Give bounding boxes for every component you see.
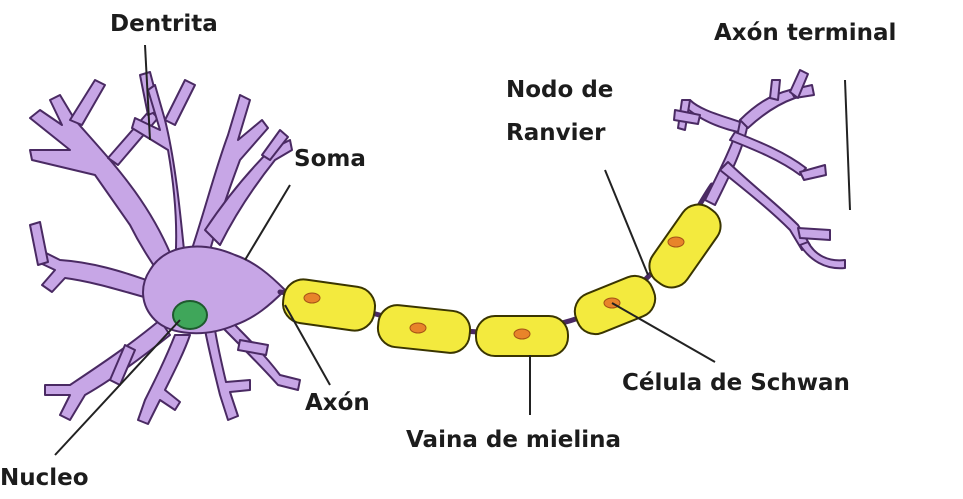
leader-line-schwann [612, 303, 715, 362]
label-ranvier-line1: Nodo de [506, 77, 613, 103]
label-axon: Axón [305, 390, 370, 416]
leader-line-soma [245, 185, 290, 260]
dendrites [30, 72, 300, 424]
label-dendrite: Dentrita [110, 11, 218, 37]
label-soma: Soma [294, 146, 366, 172]
leader-line-ranvier [605, 170, 648, 275]
label-myelin-sheath: Vaina de mielina [406, 427, 621, 453]
schwann-cell [476, 316, 568, 356]
myelin-sheath [280, 197, 728, 356]
schwann-cell [642, 197, 728, 295]
label-schwann-cell: Célula de Schwan [622, 370, 850, 396]
label-nucleus: Nucleo [0, 465, 89, 491]
soma-body [143, 247, 285, 334]
schwann-cell [376, 303, 472, 354]
label-ranvier-line2: Ranvier [506, 120, 606, 146]
leader-line-terminal [845, 80, 850, 210]
nucleus-shape [173, 301, 207, 329]
label-axon-terminal: Axón terminal [714, 20, 896, 46]
